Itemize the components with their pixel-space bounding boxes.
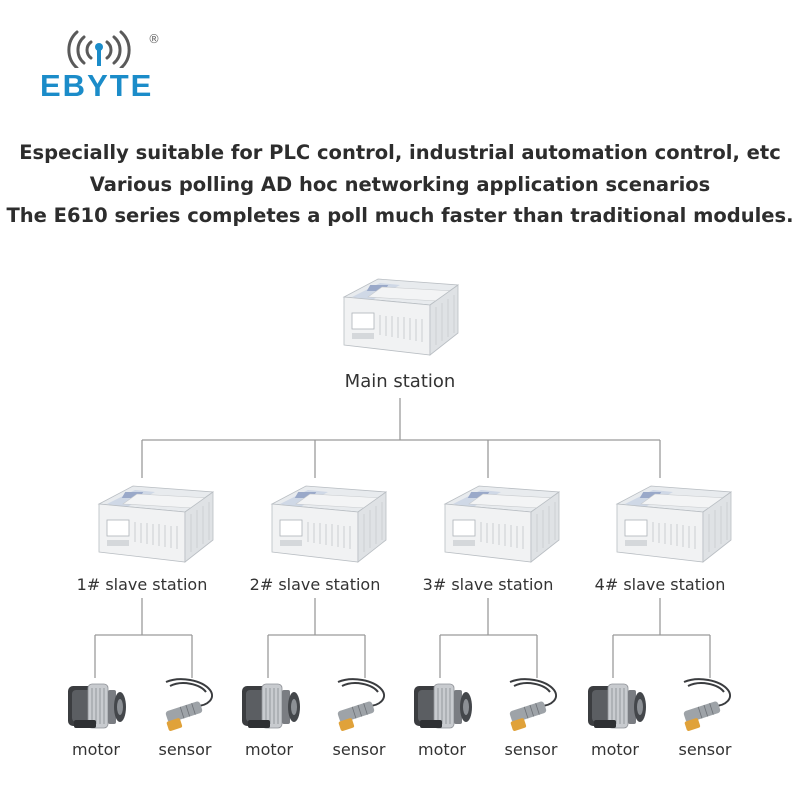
slave-4-motor-icon [587,683,647,729]
slave-3-sensor-icon [508,678,558,732]
main-station-label: Main station [344,371,456,392]
slave-2-sensor-icon [336,678,386,732]
slave-4-plc-icon [616,485,732,563]
slave-1-sensor-label: sensor [158,740,212,759]
slave-2-label: 2# slave station [249,575,381,594]
slave-4-motor-label: motor [590,740,640,759]
slave-1-motor-icon [67,683,127,729]
slave-3-plc-icon [444,485,560,563]
slave-3-motor-label: motor [417,740,467,759]
main-station-plc-icon [343,278,459,356]
slave-4-sensor-icon [682,678,732,732]
slave-3-motor-icon [413,683,473,729]
slave-1-label: 1# slave station [76,575,208,594]
registered-mark: ® [148,32,160,46]
slave-2-motor-icon [241,683,301,729]
brand-name: EBYTE [40,68,154,103]
slave-3-label: 3# slave station [422,575,554,594]
wireless-signal-icon [67,30,131,68]
slave-3-sensor-label: sensor [504,740,558,759]
slave-1-plc-icon [98,485,214,563]
slave-2-motor-label: motor [244,740,294,759]
headline-3: The E610 series completes a poll much fa… [6,204,794,227]
slave-1-motor-label: motor [71,740,121,759]
headline-1: Especially suitable for PLC control, ind… [19,141,781,164]
slave-2-plc-icon [271,485,387,563]
slave-4-sensor-label: sensor [678,740,732,759]
slave-2-sensor-label: sensor [332,740,386,759]
ebyte-logo: ® EBYTE [40,30,170,103]
headline-2: Various polling AD hoc networking applic… [89,173,711,196]
slave-4-label: 4# slave station [594,575,726,594]
slave-1-sensor-icon [164,678,214,732]
